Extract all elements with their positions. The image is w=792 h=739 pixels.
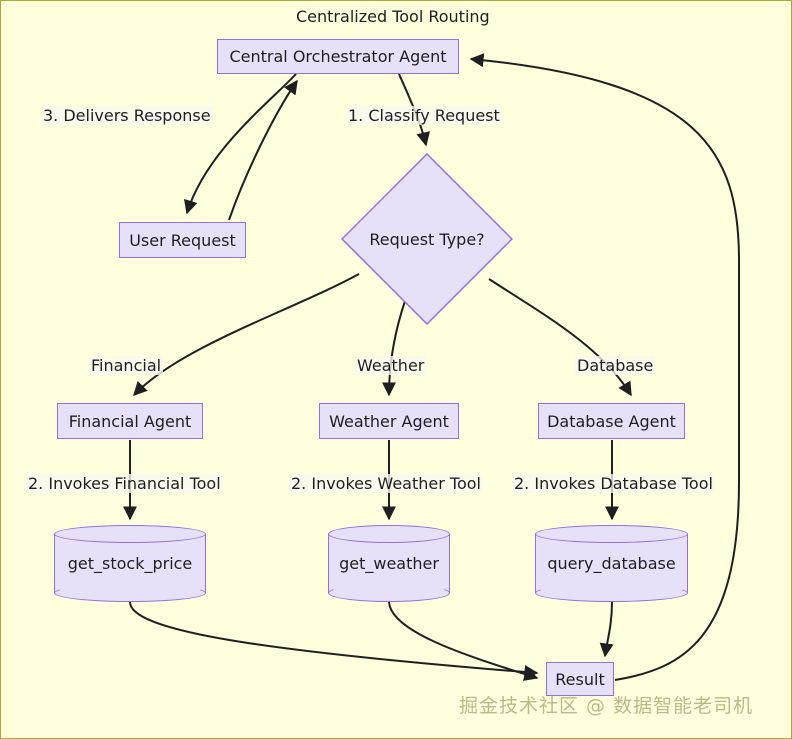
edge-get-weather-to-result: [388, 601, 539, 681]
cylinder-bottom-cap: [328, 584, 450, 602]
edge-label-weather: Weather: [355, 356, 427, 375]
edge-orchestrator-to-user-request: [184, 73, 297, 215]
node-label: Database Agent: [547, 411, 676, 431]
edge-get-stock-price-to-result: [129, 601, 539, 679]
node-label: get_stock_price: [67, 554, 193, 573]
edge-label-invokes-database-tool: 2. Invokes Database Tool: [512, 474, 715, 493]
edge-label-invokes-weather-tool: 2. Invokes Weather Tool: [289, 474, 483, 493]
node-label: Weather Agent: [329, 411, 449, 431]
edge-label-financial: Financial: [89, 356, 164, 375]
diagram-title: Centralized Tool Routing: [296, 7, 490, 26]
node-request-type[interactable]: Request Type?: [341, 153, 513, 325]
cylinder-top-cap: [328, 525, 450, 543]
node-label: Result: [555, 669, 605, 689]
edge-label-invokes-financial-tool: 2. Invokes Financial Tool: [26, 474, 223, 493]
node-financial-agent[interactable]: Financial Agent: [57, 403, 203, 439]
node-label: Central Orchestrator Agent: [229, 47, 447, 66]
edge-query-database-to-result: [599, 601, 614, 658]
node-label: User Request: [129, 230, 236, 250]
node-user-request[interactable]: User Request: [119, 222, 246, 258]
edge-label-database: Database: [575, 356, 656, 375]
node-label: get_weather: [339, 554, 439, 573]
node-label: query_database: [547, 554, 676, 573]
node-get-stock-price[interactable]: get_stock_price: [54, 525, 206, 602]
cylinder-bottom-cap: [54, 584, 206, 602]
edge-label-classify-request: 1. Classify Request: [346, 106, 502, 125]
watermark: 掘金技术社区 @ 数据智能老司机: [459, 695, 754, 717]
node-central-orchestrator-agent[interactable]: Central Orchestrator Agent: [217, 39, 459, 74]
edge-user-request-to-orchestrator: [228, 79, 298, 221]
node-database-agent[interactable]: Database Agent: [538, 403, 685, 439]
node-label: Financial Agent: [68, 411, 192, 431]
node-label: Request Type?: [369, 229, 485, 249]
edge-label-delivers-response: 3. Delivers Response: [41, 106, 213, 125]
cylinder-top-cap: [54, 525, 206, 543]
node-weather-agent[interactable]: Weather Agent: [319, 403, 459, 439]
node-get-weather[interactable]: get_weather: [328, 525, 450, 602]
edge-request-type-to-financial-agent: [133, 273, 360, 397]
node-query-database[interactable]: query_database: [535, 525, 688, 602]
